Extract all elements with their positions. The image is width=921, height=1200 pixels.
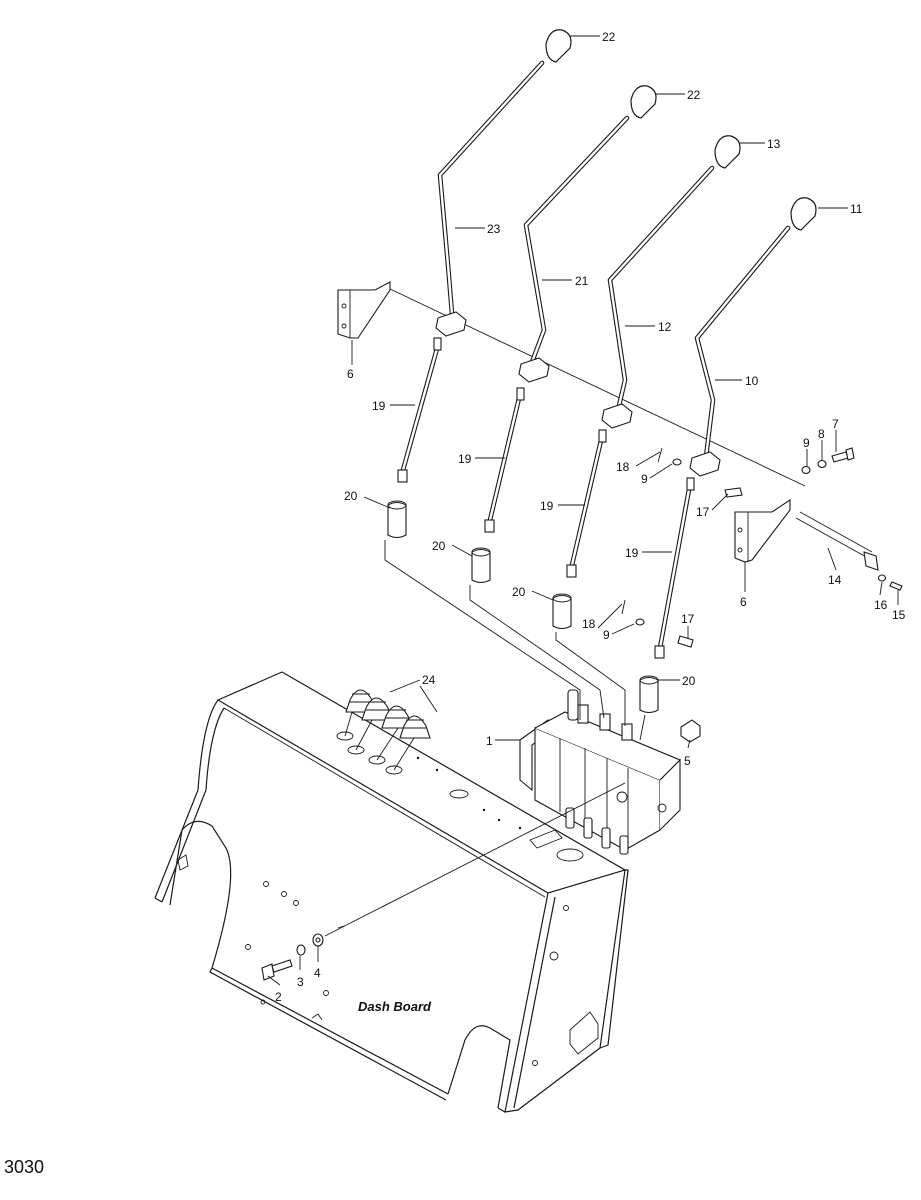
callout-17-b: 17 [681,612,695,626]
callout-10: 10 [745,374,759,388]
callout-12: 12 [658,320,672,334]
dash-board-label: Dash Board [358,999,432,1014]
callout-9-c: 9 [803,436,810,450]
control-valve [519,689,681,855]
callout-11: 11 [850,202,863,216]
callout-6-left: 6 [347,367,354,381]
callout-6-right: 6 [740,595,747,609]
page-number: 3030 [4,1157,45,1177]
plug [680,719,701,743]
callout-20-c: 20 [512,585,526,599]
callout-14: 14 [828,573,842,587]
callout-16: 16 [874,598,888,612]
sleeves [384,500,659,741]
callout-9-a: 9 [641,472,648,486]
hardware [261,447,903,981]
callout-18-a: 18 [616,460,630,474]
lever-23 [437,29,572,317]
callout-18-b: 18 [582,617,596,631]
boots [344,689,431,771]
callout-19-a: 19 [372,399,386,413]
bracket-right [734,498,791,563]
lever-10 [694,197,817,460]
callout-19-b: 19 [458,452,472,466]
callout-15: 15 [892,608,906,622]
callout-13: 13 [767,137,781,151]
callout-20-d: 20 [682,674,696,688]
callout-22-second: 22 [687,88,701,102]
callout-8: 8 [818,427,825,441]
lever-21 [523,85,657,365]
callout-4: 4 [314,966,321,980]
bracket-left [337,281,391,339]
callout-20-b: 20 [432,539,446,553]
callout-1: 1 [486,734,493,748]
callout-2: 2 [275,990,282,1004]
link-rods [397,337,695,659]
callout-24: 24 [422,673,436,687]
callout-9-b: 9 [603,628,610,642]
callout-22-top: 22 [602,30,616,44]
callout-20-a: 20 [344,489,358,503]
callouts: 22 22 13 11 23 21 12 10 6 6 19 19 19 19 … [275,30,906,1004]
callout-21: 21 [575,274,589,288]
callout-5: 5 [684,754,691,768]
callout-17-a: 17 [696,505,710,519]
dash-board-panel [154,671,629,1113]
callout-19-d: 19 [625,546,639,560]
callout-3: 3 [297,975,304,989]
leader-lines [267,35,899,986]
lever-12 [607,135,741,413]
callout-23: 23 [487,222,501,236]
callout-7: 7 [832,417,839,431]
callout-19-c: 19 [540,499,554,513]
